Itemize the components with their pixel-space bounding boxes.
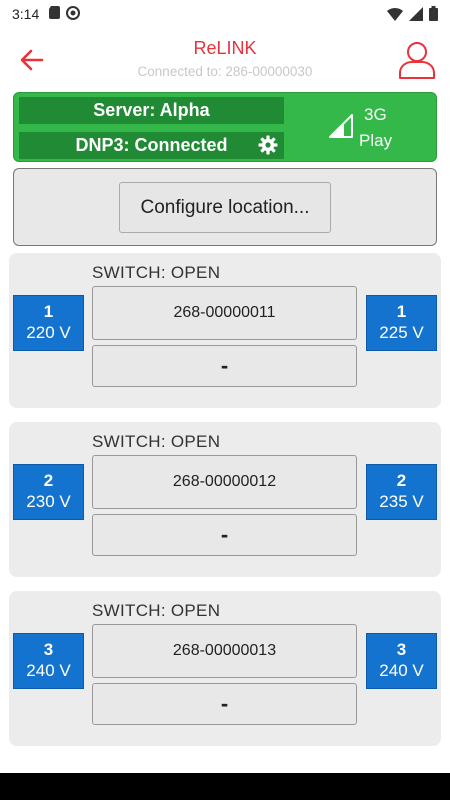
switch-device-id-button[interactable]: 268-00000011	[92, 286, 357, 340]
dnp3-status[interactable]: DNP3: Connected	[19, 132, 284, 159]
phase-left-button[interactable]: 1 220 V	[13, 295, 84, 351]
phase-voltage: 240 V	[379, 661, 424, 680]
status-time: 3:14	[12, 6, 40, 22]
switch-device-id-button[interactable]: 268-00000012	[92, 455, 357, 509]
status-bar: 3:14	[0, 0, 450, 28]
battery-icon	[429, 6, 438, 24]
phase-voltage: 220 V	[26, 323, 71, 342]
wifi-icon	[387, 7, 403, 24]
phase-number: 2	[43, 471, 54, 490]
phase-voltage: 235 V	[379, 492, 424, 511]
user-profile-button[interactable]	[398, 40, 436, 80]
system-navigation-bar	[0, 773, 450, 800]
switch-card: SWITCH: OPEN 2 230 V 268-00000012 - 2 23…	[9, 422, 441, 577]
signal-strength-icon	[329, 114, 353, 138]
sd-card-icon	[49, 6, 61, 22]
configure-location-button[interactable]: Configure location...	[119, 182, 331, 233]
app-title: ReLINK	[193, 38, 257, 58]
phase-number: 3	[43, 640, 54, 659]
switch-state-label: SWITCH: OPEN	[92, 601, 221, 620]
switch-secondary-button[interactable]: -	[92, 514, 357, 556]
switch-state-label: SWITCH: OPEN	[92, 432, 221, 451]
server-status[interactable]: Server: Alpha	[19, 97, 284, 124]
status-right-icons	[387, 6, 438, 24]
switch-card: SWITCH: OPEN 3 240 V 268-00000013 - 3 24…	[9, 591, 441, 746]
phase-left-button[interactable]: 3 240 V	[13, 633, 84, 689]
phase-number: 2	[396, 471, 407, 490]
arrow-left-icon	[20, 49, 44, 71]
dnp3-label: DNP3: Connected	[75, 135, 228, 155]
phase-number: 3	[396, 640, 407, 659]
phase-right-button[interactable]: 3 240 V	[366, 633, 437, 689]
switch-secondary-button[interactable]: -	[92, 683, 357, 725]
phase-right-button[interactable]: 2 235 V	[366, 464, 437, 520]
back-button[interactable]	[18, 46, 46, 74]
phase-right-button[interactable]: 1 225 V	[366, 295, 437, 351]
phase-voltage: 230 V	[26, 492, 71, 511]
phase-voltage: 240 V	[26, 661, 71, 680]
phase-left-button[interactable]: 2 230 V	[13, 464, 84, 520]
phase-number: 1	[43, 302, 54, 321]
server-label: Server: Alpha	[93, 100, 210, 120]
switch-device-id-button[interactable]: 268-00000013	[92, 624, 357, 678]
app-header: ReLINK Connected to: 286-00000030	[0, 28, 450, 90]
phase-voltage: 225 V	[379, 323, 424, 342]
phase-number: 1	[396, 302, 407, 321]
connection-subtitle: Connected to: 286-00000030	[137, 64, 313, 79]
switch-card: SWITCH: OPEN 1 220 V 268-00000011 - 1 22…	[9, 253, 441, 408]
switch-secondary-button[interactable]: -	[92, 345, 357, 387]
network-operator: Play	[359, 131, 393, 150]
switch-state-label: SWITCH: OPEN	[92, 263, 221, 282]
network-type: 3G	[364, 105, 387, 124]
user-icon	[399, 42, 435, 79]
configure-location-panel: Configure location...	[13, 168, 437, 246]
cell-signal-icon	[409, 6, 423, 24]
gear-icon[interactable]	[258, 135, 278, 155]
circle-notification-icon	[66, 5, 81, 23]
connection-status-panel: Server: Alpha DNP3: Connected 3G Play	[13, 92, 437, 162]
